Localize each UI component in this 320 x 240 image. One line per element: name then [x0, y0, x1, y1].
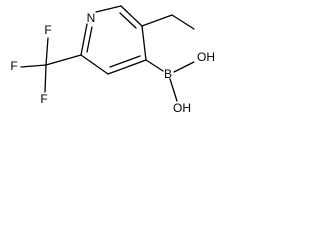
bond-ethyl-ch2-ch3 — [171, 14, 195, 30]
atom-labels: N B OH OH F F F — [10, 11, 215, 115]
bonds — [20, 5, 195, 102]
bond-c6-c5-inner — [119, 12, 137, 29]
bond-c2-n-inner — [86, 26, 93, 53]
bond-c6-c5 — [120, 5, 143, 27]
bond-c5-c4 — [141, 25, 147, 61]
atom-nitrogen: N — [87, 11, 96, 25]
bond-cf3-f-bottom — [44, 64, 47, 93]
bond-c3-c2 — [80, 54, 109, 75]
structure-diagram: N B OH OH F F F — [10, 5, 215, 115]
bond-c2-cf3 — [45, 54, 82, 66]
bond-cf3-f-top — [45, 37, 49, 66]
atom-fluorine-left: F — [10, 59, 17, 73]
bond-c2-n — [80, 23, 88, 56]
bond-c4-b — [145, 59, 164, 72]
atom-fluorine-bottom: F — [40, 92, 47, 106]
bond-c5-ethyl-ch2 — [141, 14, 173, 27]
bond-n-c6 — [95, 5, 122, 13]
bond-c4-c3 — [107, 59, 147, 75]
bond-b-oh-upper — [173, 61, 195, 73]
atom-boron: B — [164, 67, 172, 81]
atom-oh-lower: OH — [173, 101, 191, 115]
atom-oh-upper: OH — [197, 50, 215, 64]
bond-b-oh-lower — [169, 78, 178, 102]
bond-cf3-f-left — [20, 64, 47, 68]
bond-c4-c3-inner — [109, 55, 141, 68]
atom-fluorine-top: F — [44, 23, 51, 37]
